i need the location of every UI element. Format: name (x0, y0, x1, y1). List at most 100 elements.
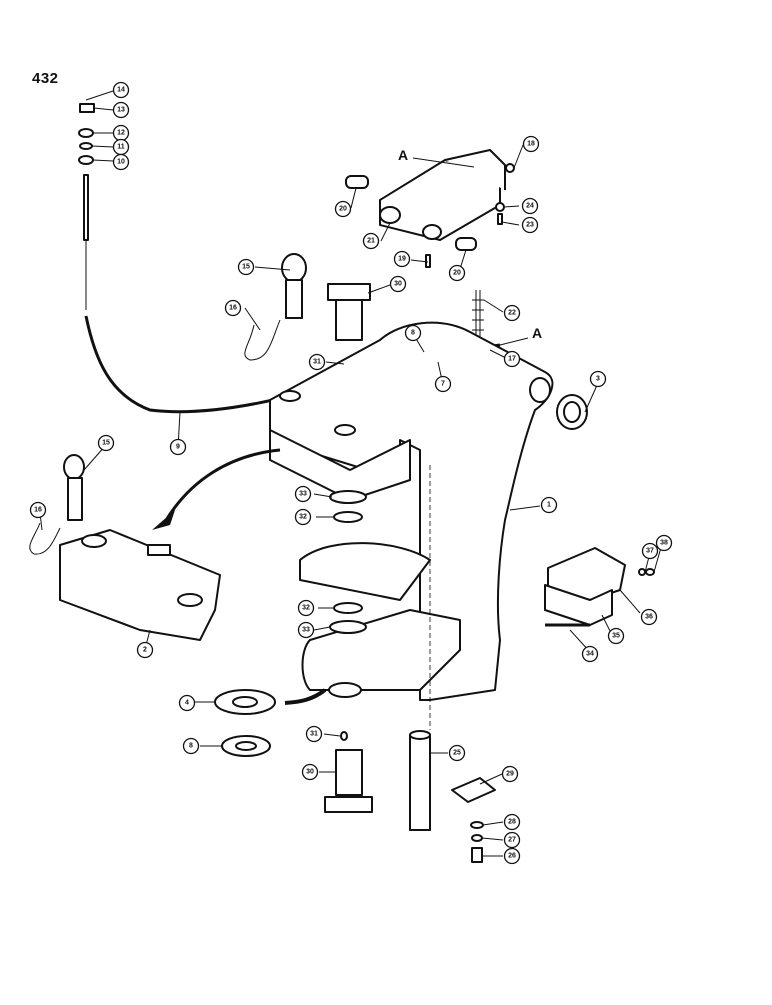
callout-10: 10 (112, 153, 130, 171)
callout-30: 30 (389, 275, 407, 293)
svg-text:37: 37 (646, 548, 654, 555)
shim-stack (299, 490, 431, 634)
part-threaded-rod (83, 174, 89, 241)
part-small-pin (425, 254, 431, 268)
callout-31: 31 (308, 353, 326, 371)
part-washer-8-hole (235, 741, 257, 751)
part-washer-28 (470, 821, 484, 829)
callout-9: 9 (169, 438, 187, 456)
callout-17: 17 (503, 350, 521, 368)
callout-3: 3 (589, 370, 607, 388)
part-washer (79, 142, 93, 150)
callout-33: 33 (294, 485, 312, 503)
part-washer-27 (471, 834, 483, 842)
svg-text:20: 20 (453, 270, 461, 277)
callout-36: 36 (640, 608, 658, 626)
svg-text:25: 25 (453, 750, 461, 757)
svg-text:8: 8 (411, 330, 415, 337)
part-frame-lower-plate (269, 429, 411, 501)
part-nut-top (505, 163, 515, 173)
svg-text:24: 24 (526, 203, 534, 210)
svg-text:1: 1 (547, 502, 551, 509)
svg-text:18: 18 (527, 141, 535, 148)
callout-16: 16 (224, 299, 242, 317)
svg-text:23: 23 (526, 222, 534, 229)
arrow-head-swing (152, 510, 175, 530)
arrow-washer (284, 688, 327, 705)
main-frame (269, 321, 554, 701)
page-number: 432 (32, 70, 59, 87)
leader-a-lower (499, 337, 529, 346)
callout-2: 2 (136, 641, 154, 659)
callout-20: 20 (334, 200, 352, 218)
svg-text:3: 3 (596, 376, 600, 383)
svg-text:16: 16 (34, 507, 42, 514)
part-washer-4-hole (232, 696, 258, 708)
callout-23: 23 (521, 216, 539, 234)
svg-text:38: 38 (660, 540, 668, 547)
arrow-swing (163, 448, 281, 523)
callout-27: 27 (503, 831, 521, 849)
svg-text:33: 33 (299, 491, 307, 498)
part-bushing-bore (563, 401, 581, 423)
upper-bracket-assembly (345, 149, 515, 268)
svg-text:8: 8 (189, 743, 193, 750)
part-pin-body-lower (335, 749, 363, 796)
part-clip (244, 319, 281, 361)
callout-18: 18 (522, 135, 540, 153)
part-frame-hole (279, 390, 301, 402)
svg-text:2: 2 (143, 647, 147, 654)
svg-text:30: 30 (306, 769, 314, 776)
svg-text:7: 7 (441, 381, 445, 388)
part-bolt (497, 213, 503, 225)
callout-26: 26 (503, 847, 521, 865)
svg-text:30: 30 (394, 281, 402, 288)
callout-8: 8 (404, 324, 422, 342)
upper-pin-assembly (244, 253, 371, 369)
part-bolt-26 (471, 847, 483, 863)
callout-16b: 16 (29, 501, 47, 519)
svg-text:4: 4 (185, 700, 189, 707)
leader-a-upper (412, 157, 475, 168)
swing-bracket (29, 454, 221, 641)
ref-letter-a-lower: A (532, 325, 542, 341)
part-washer-37 (638, 568, 646, 576)
callout-13: 13 (112, 101, 130, 119)
callout-8b: 8 (182, 737, 200, 755)
part-pin-shaft-lower (67, 477, 83, 521)
callout-33b: 33 (297, 621, 315, 639)
svg-text:10: 10 (117, 159, 125, 166)
part-washer-33 (329, 490, 367, 504)
svg-text:32: 32 (302, 605, 310, 612)
part-pin-shaft (285, 279, 303, 319)
svg-text:11: 11 (117, 144, 125, 151)
callout-20b: 20 (448, 264, 466, 282)
part-bolt-head (495, 202, 505, 212)
part-bushing-left (345, 175, 369, 189)
callout-21: 21 (362, 232, 380, 250)
part-frame-bottom-hole (328, 682, 362, 698)
svg-text:21: 21 (367, 238, 375, 245)
ref-letter-a-upper: A (398, 147, 408, 163)
callout-25: 25 (448, 744, 466, 762)
svg-text:31: 31 (313, 359, 321, 366)
svg-text:27: 27 (508, 837, 516, 844)
svg-text:9: 9 (176, 444, 180, 451)
bushing (556, 394, 588, 430)
part-pin-ring-lower (63, 454, 85, 480)
svg-text:34: 34 (586, 651, 594, 658)
callout-4: 4 (178, 694, 196, 712)
part-bracket-pin-hole-2 (422, 224, 442, 240)
part-bushing-right (455, 237, 477, 251)
callout-38: 38 (655, 534, 673, 552)
svg-text:17: 17 (508, 356, 516, 363)
part-frame-hole-2 (334, 424, 356, 436)
part-plate-29 (451, 777, 496, 803)
lower-plate-hardware (451, 777, 496, 863)
callout-24: 24 (521, 197, 539, 215)
part-swing-hole-2 (177, 593, 203, 607)
callout-15b: 15 (97, 434, 115, 452)
part-swing-block (147, 544, 171, 556)
svg-text:16: 16 (229, 305, 237, 312)
